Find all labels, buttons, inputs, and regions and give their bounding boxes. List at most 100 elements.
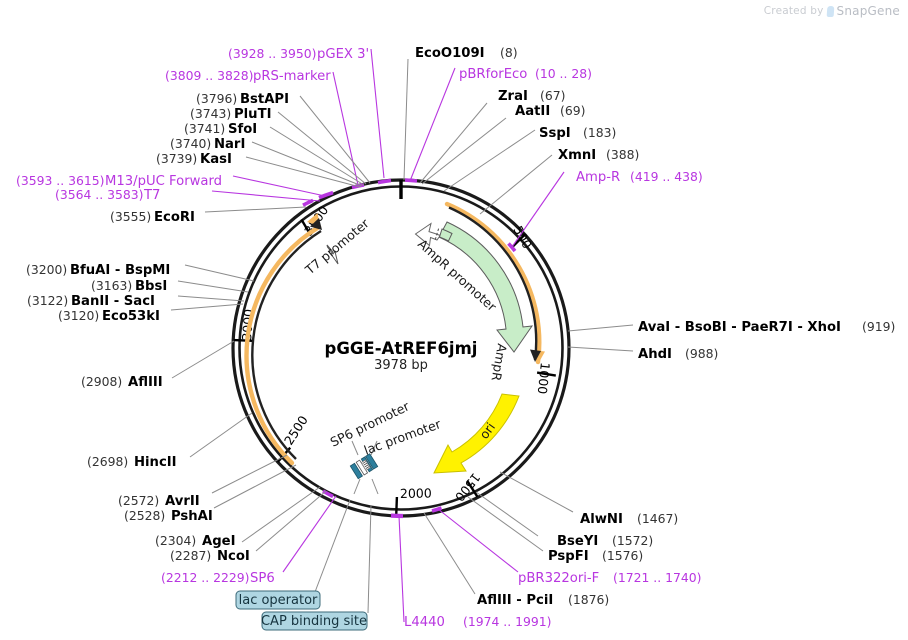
tick-1500 bbox=[466, 480, 479, 498]
label-agei[interactable]: (2304) AgeI bbox=[155, 533, 236, 549]
leader-kasi bbox=[245, 156, 361, 188]
leader-xmni bbox=[479, 154, 553, 215]
label-name: SfoI bbox=[228, 122, 257, 137]
label-name: PspFI bbox=[548, 549, 589, 564]
tick-label-2500: 2500 bbox=[281, 413, 311, 448]
tick-3000 bbox=[233, 338, 253, 342]
leader-agei bbox=[241, 486, 321, 543]
label-ncoi[interactable]: (2287) NcoI bbox=[170, 548, 250, 564]
label-name: Amp-R bbox=[576, 170, 620, 185]
sp6-lac-promoter-blocks: SP6 promoter lac promoter bbox=[328, 398, 444, 495]
label-pbrforeco[interactable]: pBRforEco (10 .. 28) bbox=[459, 66, 592, 82]
label-sspi[interactable]: SspI (183) bbox=[539, 125, 616, 141]
label-ecori[interactable]: (3555) EcoRI bbox=[110, 209, 195, 225]
leader-avai bbox=[567, 324, 634, 332]
label-banii-saci[interactable]: (3122) BanII - SacI bbox=[27, 293, 155, 309]
label-pos: (2528) bbox=[124, 508, 165, 523]
label-name: AatII bbox=[515, 104, 550, 119]
label-name: AgeI bbox=[202, 534, 236, 549]
label-sfoi[interactable]: (3741) SfoI bbox=[184, 121, 257, 137]
label-pgex3[interactable]: (3928 .. 3950) pGEX 3' bbox=[228, 46, 369, 62]
label-pos: (988) bbox=[685, 346, 718, 361]
label-pbr322ori-f[interactable]: pBR322ori-F (1721 .. 1740) bbox=[518, 570, 702, 586]
label-pos: (3743) bbox=[190, 106, 231, 121]
leader-sfoi bbox=[269, 126, 365, 186]
label-avrii[interactable]: (2572) AvrII bbox=[118, 493, 200, 509]
label-name: pGEX 3' bbox=[317, 47, 369, 62]
label-alwni[interactable]: AlwNI (1467) bbox=[580, 511, 678, 527]
boxed-labels: lac operator CAP binding site bbox=[235, 590, 368, 631]
leader-pshai bbox=[213, 464, 297, 509]
cap-binding-site-label: CAP binding site bbox=[261, 614, 367, 629]
label-name: Eco53kI bbox=[102, 309, 160, 324]
cap-binding-site-box[interactable]: CAP binding site bbox=[261, 611, 368, 631]
leader-lines bbox=[170, 48, 634, 623]
label-pos: (3740) bbox=[170, 136, 211, 151]
leader-amp-r bbox=[511, 171, 565, 248]
leader-t7-primer bbox=[211, 190, 321, 202]
label-ahdi[interactable]: AhdI (988) bbox=[638, 346, 718, 362]
label-group-bottom-right: AlwNI (1467) BseYI (1572) PspFI (1576) p… bbox=[404, 511, 702, 630]
label-pos: (1974 .. 1991) bbox=[463, 614, 552, 629]
lac-operator-label: lac operator bbox=[239, 593, 318, 608]
plasmid-size: 3978 bp bbox=[374, 358, 428, 373]
label-name: AflIII - PciI bbox=[477, 593, 553, 608]
label-l4440[interactable]: L4440 (1974 .. 1991) bbox=[404, 614, 552, 630]
label-kasi[interactable]: (3739) KasI bbox=[156, 151, 232, 167]
leader-l4440 bbox=[398, 515, 405, 623]
label-group-bottom-left: (2572) AvrII (2528) PshAI (2304) AgeI (2… bbox=[118, 493, 275, 586]
leader-pspfi bbox=[467, 496, 544, 552]
leader-nari bbox=[251, 141, 363, 187]
ampr-gene-arrow: AmpR bbox=[438, 221, 534, 382]
label-bbsi[interactable]: (3163) BbsI bbox=[91, 278, 167, 294]
label-pos: (1572) bbox=[612, 533, 653, 548]
label-bstapi[interactable]: (3796) BstAPI bbox=[196, 91, 289, 107]
label-ecoo109i[interactable]: EcoO109I (8) bbox=[415, 45, 518, 61]
label-eco53ki[interactable]: (3120) Eco53kI bbox=[58, 308, 160, 324]
label-m13puc-forward[interactable]: (3593 .. 3615) M13/pUC Forward bbox=[16, 173, 222, 189]
tick-label-2000: 2000 bbox=[400, 485, 432, 501]
label-pos: (3564 .. 3583) bbox=[55, 187, 144, 202]
label-hincii[interactable]: (2698) HincII bbox=[87, 454, 177, 470]
label-sp6[interactable]: (2212 .. 2229) SP6 bbox=[161, 570, 275, 586]
label-pos: (3739) bbox=[156, 151, 197, 166]
label-name: AlwNI bbox=[580, 512, 623, 527]
label-prs-marker[interactable]: (3809 .. 3828) pRS-marker bbox=[165, 68, 331, 84]
label-pluti[interactable]: (3743) PluTI bbox=[190, 106, 271, 122]
label-nari[interactable]: (3740) NarI bbox=[170, 136, 245, 152]
leader-pgex3 bbox=[370, 48, 385, 179]
label-name: PshAI bbox=[171, 509, 213, 524]
label-avai-bsobi-paer7i-xhoi[interactable]: AvaI - BsoBI - PaeR7I - XhoI (919) bbox=[638, 319, 895, 335]
label-aatii[interactable]: AatII (69) bbox=[515, 103, 585, 119]
label-name: ZraI bbox=[498, 89, 528, 104]
tick-2000 bbox=[395, 496, 399, 516]
label-pos: (1876) bbox=[568, 592, 609, 607]
label-t7-primer[interactable]: (3564 .. 3583) T7 bbox=[55, 187, 160, 203]
ampr-label: AmpR bbox=[488, 342, 509, 382]
label-bfuai-bspmi[interactable]: (3200) BfuAI - BspMI bbox=[26, 262, 170, 278]
label-afliii-2908[interactable]: (2908) AflIII bbox=[81, 374, 163, 390]
leader-pluti bbox=[277, 111, 367, 185]
leader-m13puc bbox=[232, 175, 326, 197]
label-pos: (2698) bbox=[87, 454, 128, 469]
label-group-top-left: (3928 .. 3950) pGEX 3' (3809 .. 3828) pR… bbox=[16, 46, 369, 225]
label-group-left: (3200) BfuAI - BspMI (3163) BbsI (3122) … bbox=[26, 262, 177, 470]
label-zrai[interactable]: ZraI (67) bbox=[498, 88, 565, 104]
label-xmni[interactable]: XmnI (388) bbox=[558, 147, 639, 163]
leader-afliii-1876 bbox=[423, 512, 476, 595]
label-pos: (3741) bbox=[184, 121, 225, 136]
lac-operator-box[interactable]: lac operator bbox=[235, 590, 321, 610]
label-pshai[interactable]: (2528) PshAI bbox=[124, 508, 213, 524]
leader-ecori bbox=[204, 206, 307, 213]
snapgene-watermark: Created by SnapGene bbox=[764, 4, 900, 18]
label-afliii-pcii[interactable]: AflIII - PciI (1876) bbox=[477, 592, 609, 608]
tick-label-1000: 1000 bbox=[535, 362, 553, 395]
label-amp-r[interactable]: Amp-R (419 .. 438) bbox=[576, 169, 703, 185]
label-bseyi[interactable]: BseYI (1572) bbox=[557, 533, 653, 549]
label-pspfi[interactable]: PspFI (1576) bbox=[548, 548, 643, 564]
label-name: BstAPI bbox=[240, 92, 289, 107]
leader-bstapi bbox=[299, 95, 371, 184]
label-pos: (2287) bbox=[170, 548, 211, 563]
leader-ahdi bbox=[567, 346, 634, 352]
